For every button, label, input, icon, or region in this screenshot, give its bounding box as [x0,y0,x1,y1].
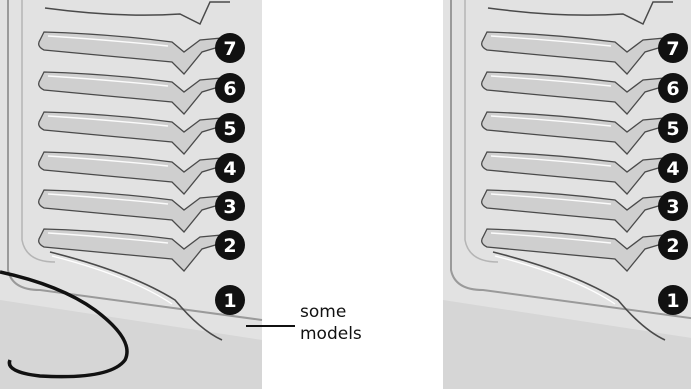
rack-position-badge-5: 5 [658,113,688,143]
rack-position-badge-1: 1 [215,285,245,315]
rack-position-badge-1: 1 [658,285,688,315]
rack-position-number: 2 [223,235,236,257]
rack-position-badge-7: 7 [215,33,245,63]
rack-position-number: 7 [666,38,679,60]
rack-position-number: 4 [223,158,236,180]
rack-position-badge-3: 3 [658,191,688,221]
oven-wall-panel-right: 7 6 5 4 3 2 1 [443,0,691,389]
callout-line-2: models [300,323,362,345]
rack-position-number: 4 [666,158,679,180]
oven-wall-panel-left: 7 6 5 4 3 2 1 [0,0,262,389]
rack-position-badge-7: 7 [658,33,688,63]
rack-position-number: 2 [666,235,679,257]
callout-label: some models [300,301,362,345]
rack-position-badge-4: 4 [658,153,688,183]
rack-position-number: 6 [223,78,236,100]
rack-position-badge-5: 5 [215,113,245,143]
rack-position-number: 1 [223,290,236,312]
rack-position-badge-3: 3 [215,191,245,221]
rack-position-badge-6: 6 [215,73,245,103]
rack-position-number: 3 [666,196,679,218]
rack-position-badge-2: 2 [215,230,245,260]
rack-position-number: 6 [666,78,679,100]
rack-position-number: 5 [666,118,679,140]
rack-position-badge-6: 6 [658,73,688,103]
rack-position-badge-2: 2 [658,230,688,260]
rack-position-number: 5 [223,118,236,140]
rack-position-number: 7 [223,38,236,60]
callout-line-1: some [300,301,362,323]
rack-position-number: 1 [666,290,679,312]
rack-position-number: 3 [223,196,236,218]
rack-position-badge-4: 4 [215,153,245,183]
